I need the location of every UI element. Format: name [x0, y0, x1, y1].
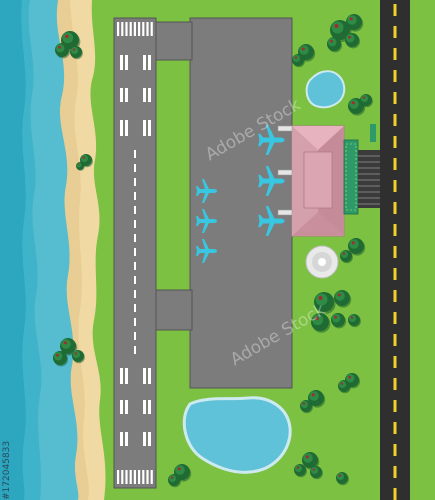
airplane-icon	[196, 239, 217, 263]
tree-cluster-icon	[327, 37, 343, 53]
tree-cluster-icon	[294, 464, 307, 478]
tree-cluster-icon	[80, 154, 93, 168]
taxiway-north	[155, 21, 193, 61]
tree-cluster-group	[53, 14, 373, 488]
tree-cluster-icon	[348, 314, 361, 328]
tree-cluster-icon	[55, 43, 71, 59]
tree-cluster-icon	[310, 466, 323, 480]
tree-cluster-icon	[292, 54, 305, 68]
tree-cluster-icon	[53, 351, 69, 367]
tree-cluster-icon	[346, 14, 364, 32]
tree-cluster-icon	[336, 472, 349, 486]
tree-cluster-icon	[334, 290, 352, 308]
tree-cluster-icon	[76, 162, 85, 171]
airplane-icon	[258, 125, 285, 155]
tree-cluster-icon	[308, 390, 326, 408]
tree-cluster-icon	[72, 350, 85, 364]
tree-cluster-icon	[168, 474, 181, 488]
jet-bridges	[277, 125, 293, 216]
highway-center-line	[393, 4, 397, 500]
tree-cluster-icon	[331, 313, 347, 329]
tree-cluster-icon	[314, 292, 336, 314]
pond-large	[182, 396, 292, 474]
tree-cluster-icon	[302, 452, 320, 470]
tree-cluster-icon	[348, 238, 366, 256]
tree-cluster-icon	[338, 380, 351, 394]
tree-cluster-icon	[60, 338, 78, 356]
tree-cluster-icon	[340, 250, 353, 264]
pond-small	[305, 70, 346, 109]
tree-cluster-icon	[70, 46, 83, 60]
tree-cluster-icon	[311, 313, 331, 333]
airplane-icon	[258, 206, 285, 236]
tree-cluster-icon	[345, 33, 361, 49]
taxiway-south	[155, 289, 193, 331]
terminal-annex	[343, 124, 380, 215]
airplane-icon	[196, 209, 217, 233]
runway-markings	[117, 22, 153, 484]
ocean-deep	[0, 0, 26, 500]
tree-cluster-icon	[360, 94, 373, 108]
aircraft-group	[196, 125, 285, 263]
fountain-icon	[305, 245, 339, 279]
airplane-icon	[196, 179, 217, 203]
tarmac-apron	[189, 17, 293, 389]
terminal-building	[291, 125, 345, 237]
tree-cluster-icon	[300, 400, 313, 414]
airplane-icon	[258, 166, 285, 196]
ocean-shallow	[28, 0, 79, 500]
